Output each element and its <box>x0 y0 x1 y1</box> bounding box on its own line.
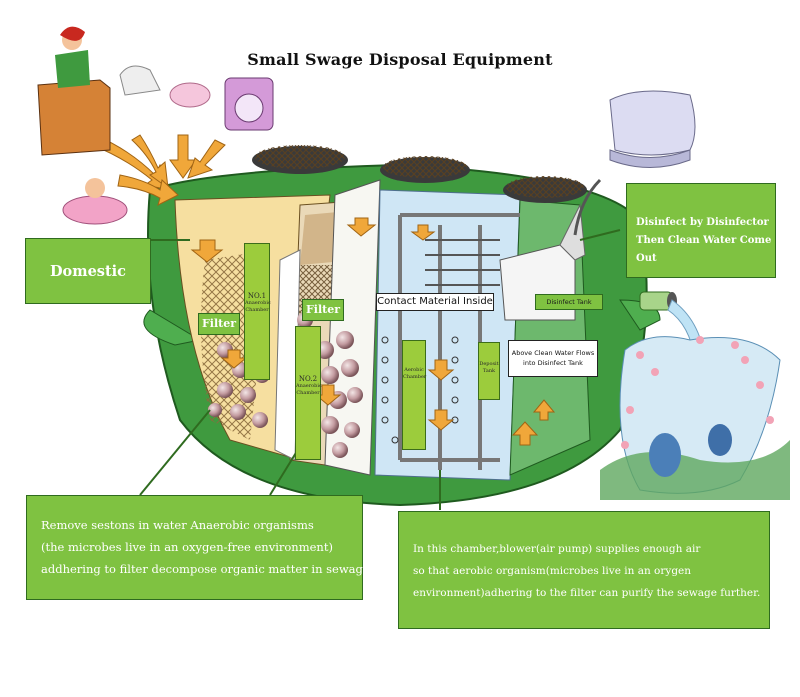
no1-anaerobic-chamber-tag: NO.1 Anaerobic Chamber <box>244 243 271 380</box>
aerobic-chamber-tag: Aerobic Chamber <box>402 340 426 450</box>
aerobic-chamber-water <box>374 189 521 481</box>
garden-decoration <box>600 336 790 500</box>
aerobic-description: In this chamber,blower(air pump) supplie… <box>398 511 770 629</box>
contact-frame <box>398 213 520 470</box>
above-clean-water-label: Above Clean Water Flows into Disinfect T… <box>508 340 598 377</box>
intake-arrows <box>91 134 226 206</box>
deposit-tank-tag: Deposit Tank <box>478 342 500 400</box>
anaerobic-description: Remove sestons in water Anaerobic organi… <box>26 495 373 600</box>
flow-arrows <box>190 217 556 446</box>
no2-anaerobic-chamber-tag: NO.2 Anaerobic Chamber <box>295 326 322 460</box>
manhole-covers <box>252 145 587 203</box>
blower-air-pump <box>573 90 696 236</box>
domestic-sewage-label: Domestic Sewage <box>25 238 151 346</box>
page-title: Small Swage Disposal Equipment <box>247 50 553 69</box>
pointer-lines <box>139 229 621 510</box>
disinfect-tank-label: Disinfect Tank <box>535 294 603 310</box>
household-illustration <box>37 26 274 225</box>
disinfect-label: Disinfect by Disinfector Then Clean Wate… <box>626 183 776 278</box>
filter-label-1: Filter <box>198 313 240 335</box>
contact-material-label: Contact Material Inside <box>376 293 494 311</box>
filter-label-2: Filter <box>302 299 344 321</box>
